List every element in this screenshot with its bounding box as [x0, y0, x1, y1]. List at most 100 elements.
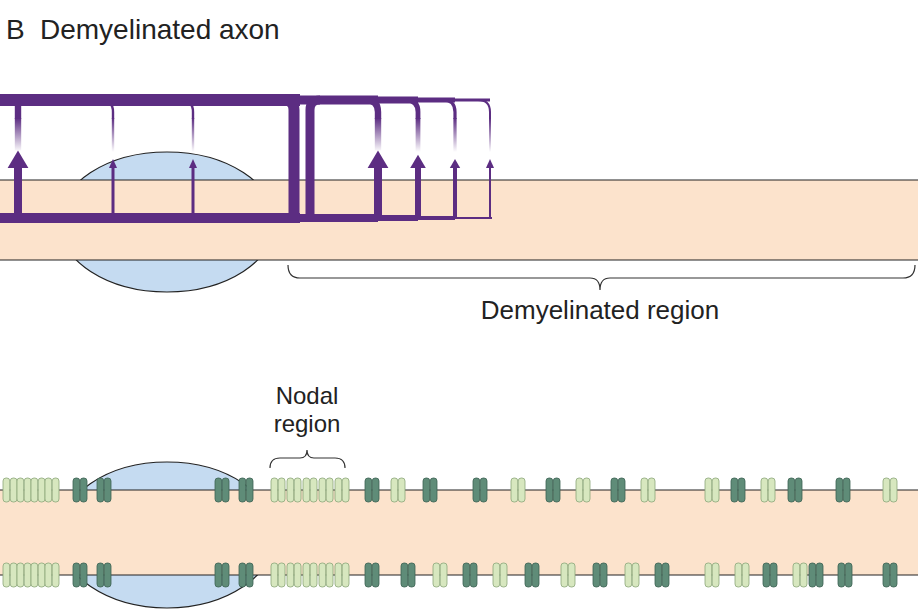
ion-channel	[463, 563, 477, 587]
ion-channel	[625, 563, 639, 587]
region-label: Demyelinated region	[450, 296, 750, 326]
arrowhead	[109, 159, 117, 168]
current-fade	[375, 118, 381, 150]
ion-channel	[17, 563, 31, 587]
current-path	[0, 213, 300, 223]
ion-channel	[735, 563, 749, 587]
ion-channel	[303, 478, 317, 502]
ion-channels	[3, 478, 897, 587]
ion-channel	[546, 478, 560, 502]
ion-channel	[17, 478, 31, 502]
current-path	[455, 217, 492, 219]
ion-channel	[73, 563, 87, 587]
current-path	[284, 100, 294, 218]
ion-channel	[641, 478, 655, 502]
axon-membrane	[0, 574, 918, 575]
current-fade	[489, 118, 491, 159]
axon	[0, 180, 918, 260]
ion-channel	[215, 563, 229, 587]
current-path	[181, 100, 193, 119]
ion-channel	[31, 563, 45, 587]
arrowhead	[368, 150, 389, 168]
axon-membrane	[0, 259, 918, 260]
ion-channel	[525, 563, 539, 587]
ion-channel	[3, 478, 17, 502]
ion-channel	[271, 563, 285, 587]
bracket	[270, 450, 345, 468]
current-path	[310, 100, 320, 218]
ion-channel	[271, 478, 285, 502]
current-path	[0, 94, 300, 106]
current-loops	[0, 100, 494, 218]
ion-channel	[319, 478, 333, 502]
ion-channel	[809, 563, 823, 587]
ion-channel	[365, 563, 379, 587]
current-arrow	[453, 168, 457, 218]
current-path	[15, 100, 21, 119]
current-path	[366, 100, 378, 119]
current-fade	[112, 118, 114, 159]
ion-channel	[45, 563, 59, 587]
axon-membrane	[0, 179, 918, 180]
current-path	[418, 216, 455, 220]
arrowhead	[486, 159, 494, 168]
ion-channel	[731, 478, 745, 502]
axon	[0, 490, 918, 575]
ion-channel	[401, 563, 415, 587]
current-arrow	[112, 168, 115, 218]
ion-channel	[391, 478, 405, 502]
arrowhead	[8, 150, 29, 168]
current-fade	[453, 118, 456, 159]
current-path	[101, 100, 113, 119]
ion-channel	[763, 563, 777, 587]
ion-channel	[593, 563, 607, 587]
ion-channel	[793, 563, 807, 587]
arrowhead	[189, 159, 197, 168]
arrowhead	[450, 159, 460, 168]
ion-channel	[838, 563, 852, 587]
panel-letter: B	[6, 14, 25, 46]
region-label: Nodal region	[252, 382, 362, 437]
current-arrow	[374, 168, 382, 218]
panel-title: Demyelinated axon	[40, 14, 280, 46]
current-arrow	[14, 168, 22, 218]
ion-channel	[423, 478, 437, 502]
ion-channel	[511, 478, 525, 502]
ion-channel	[705, 563, 719, 587]
current-fade	[15, 118, 21, 150]
ion-channel	[365, 478, 379, 502]
ion-channel	[45, 478, 59, 502]
current-fade	[192, 118, 194, 159]
ion-channel	[73, 478, 87, 502]
current-fade	[416, 118, 421, 155]
ion-channel	[493, 563, 507, 587]
ion-channel	[836, 478, 850, 502]
ion-channel	[883, 478, 897, 502]
ion-channel	[788, 478, 802, 502]
ion-channel	[335, 563, 349, 587]
axon-membrane	[0, 489, 918, 490]
current-path	[378, 215, 418, 221]
ion-channel	[433, 563, 447, 587]
ion-channel	[335, 478, 349, 502]
ion-channel	[705, 478, 719, 502]
bracket	[288, 265, 915, 290]
ion-channel	[97, 478, 111, 502]
ion-channel	[473, 478, 487, 502]
current-path	[443, 100, 455, 119]
ion-channel	[97, 563, 111, 587]
ion-channel	[883, 563, 897, 587]
current-arrow	[192, 168, 195, 218]
current-path	[478, 100, 490, 119]
current-arrow	[489, 168, 491, 218]
ion-channel	[303, 563, 317, 587]
ion-channel	[761, 478, 775, 502]
ion-channel	[611, 478, 625, 502]
ion-channel	[31, 478, 45, 502]
current-path	[406, 100, 418, 119]
ion-channel	[239, 563, 253, 587]
ion-channel	[3, 563, 17, 587]
ion-channel	[239, 478, 253, 502]
